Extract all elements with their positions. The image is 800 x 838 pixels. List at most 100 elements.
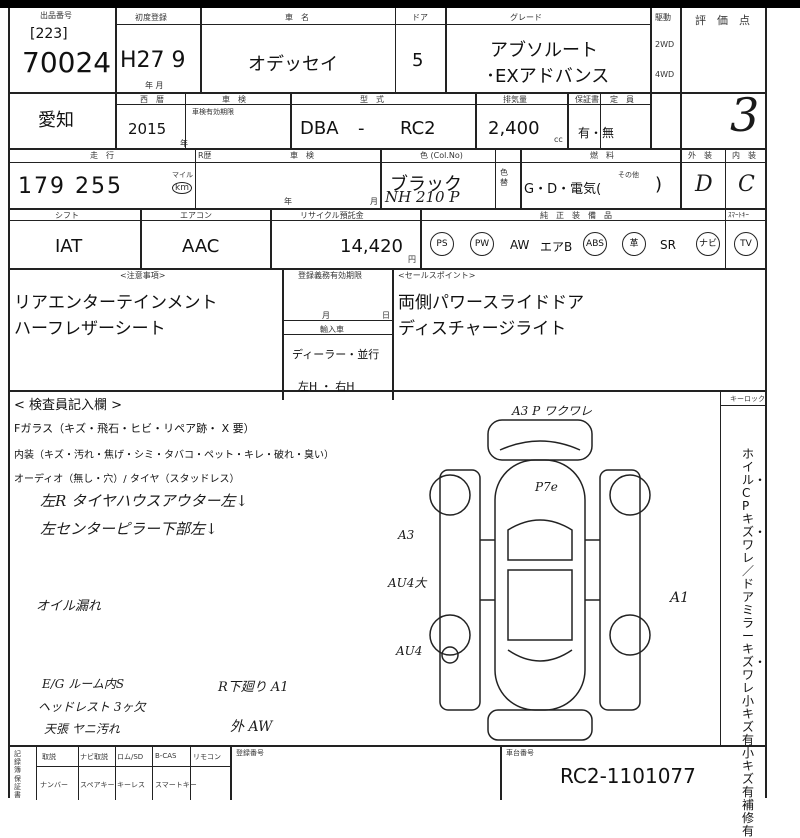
inspector-glass: Fガラス（キズ・飛石・ヒビ・リペア跡・ X 要） bbox=[14, 422, 255, 435]
mark-right: A1 bbox=[670, 590, 690, 606]
equipment-pw: PW bbox=[470, 232, 494, 256]
recycle-unit: 円 bbox=[408, 255, 416, 264]
shift-label: シフト bbox=[55, 211, 79, 220]
warranty-label: 保証書 bbox=[575, 95, 599, 104]
dealer: ディーラー・並行 bbox=[292, 348, 380, 361]
color-change-label: 色替 bbox=[500, 168, 508, 187]
capacity-label: 定 員 bbox=[610, 95, 634, 104]
interior: C bbox=[738, 172, 755, 197]
col-header: 記録簿 bbox=[14, 750, 21, 774]
equipment-sr: SR bbox=[660, 238, 676, 252]
reg-period-label: 登録義務有効期限 bbox=[298, 271, 362, 280]
fuel-close: ) bbox=[655, 174, 663, 195]
equipment-tv: TV bbox=[734, 232, 758, 256]
grade-line2: ･EXアドバンス bbox=[486, 66, 610, 87]
equipment-navi: ナビ bbox=[696, 232, 720, 256]
hand-note-7: R下廻り A1 bbox=[218, 680, 289, 695]
mileage-unit-mile: マイル bbox=[172, 171, 193, 179]
fuel-options: G・D・電気( bbox=[524, 182, 602, 197]
hand-note-6: 天張 ヤニ汚れ bbox=[44, 722, 120, 736]
recycle-label: リサイクル預託金 bbox=[300, 211, 364, 220]
grade-line1: アブソルート bbox=[490, 40, 598, 61]
score-label: 評 価 点 bbox=[695, 14, 750, 27]
hand-note-1: 左R タイヤハウスアウター左↓ bbox=[40, 492, 248, 510]
mark-front: A3 P ワクワレ bbox=[512, 404, 593, 418]
doors: 5 bbox=[412, 50, 424, 71]
equipment-label: 純 正 装 備 品 bbox=[540, 211, 612, 220]
car-name: オデッセイ bbox=[248, 54, 338, 75]
vertical-note: ホイル・CPキズ・ワレ／ドアミラーキズ・ワレ 小キズ有 小キズ有 補修有 bbox=[742, 447, 767, 838]
equipment-aw: AW bbox=[510, 238, 530, 252]
warranty: 有・無 bbox=[578, 126, 615, 140]
car-diagram bbox=[429, 419, 651, 741]
shift: IAT bbox=[55, 236, 83, 257]
region: 愛知 bbox=[38, 110, 74, 131]
equipment-abs: ABS bbox=[583, 232, 607, 256]
equipment-leather: 革 bbox=[622, 232, 646, 256]
mark-left-rear: AU4 bbox=[396, 644, 423, 658]
lot-number: 70024 bbox=[22, 46, 112, 79]
recycle: 14,420 bbox=[340, 236, 403, 257]
footer-label-number: ナンバー bbox=[40, 781, 68, 789]
caution-label: <注意事項> bbox=[120, 271, 166, 280]
equipment-ps: PS bbox=[430, 232, 454, 256]
top-strip bbox=[0, 0, 800, 8]
sales-line-1: 両側パワースライドドア bbox=[398, 293, 585, 313]
exterior-label: 外 装 bbox=[688, 151, 712, 160]
hand-note-8: 外 AW bbox=[230, 719, 273, 735]
ac-label: エアコン bbox=[180, 211, 212, 220]
footer-label-navi: ナビ取説 bbox=[80, 753, 108, 761]
footer-label-smartkey: スマートキー bbox=[155, 781, 197, 789]
sales-label: <セールスポイント> bbox=[398, 271, 476, 280]
chassis-number: RC2-1101077 bbox=[560, 764, 696, 788]
fuel-label: 燃 料 bbox=[590, 151, 614, 160]
equipment-airbag: エアB bbox=[540, 240, 573, 254]
first-reg-sub: 年 月 bbox=[145, 81, 164, 90]
color-label: 色 (Col.No) bbox=[420, 151, 463, 160]
vehicle-inspection-label: 車 検 bbox=[290, 151, 314, 160]
inspector-title: < 検査員記入欄 > bbox=[14, 398, 123, 413]
type-label: 型 式 bbox=[360, 95, 384, 104]
hand-note-4: E/G ルーム内S bbox=[42, 677, 125, 691]
type-dash: - bbox=[358, 118, 365, 139]
fuel-other: その他 bbox=[618, 171, 639, 179]
smartkey-label: ｽﾏｰﾄｷｰ bbox=[728, 211, 749, 219]
first-reg-label: 初度登録 bbox=[135, 13, 167, 22]
interior-label: 内 装 bbox=[732, 151, 756, 160]
footer-label-rom: ロム/SD bbox=[117, 753, 144, 761]
inspector-audio: オーディオ（無し・穴）/ タイヤ（スタッドレス） bbox=[14, 474, 240, 485]
displacement: 2,400 bbox=[488, 118, 540, 139]
year-sub: 年 bbox=[180, 139, 188, 148]
displacement-label: 排気量 bbox=[503, 95, 527, 104]
chassis-label: 車台番号 bbox=[506, 749, 534, 757]
footer-label-manual: 取説 bbox=[42, 753, 56, 761]
year: 2015 bbox=[128, 120, 167, 138]
keylock-label: キーロック bbox=[730, 395, 765, 403]
reg-month: 月 bbox=[322, 311, 330, 320]
mileage-unit-km: km bbox=[172, 182, 192, 194]
mark-left-front: A3 bbox=[398, 528, 415, 542]
footer-label-bcas: B-CAS bbox=[155, 752, 177, 760]
year-suffix: 年 bbox=[284, 197, 292, 206]
score: 3 bbox=[730, 88, 760, 142]
reg-day: 日 bbox=[382, 311, 390, 320]
grade-label: グレード bbox=[510, 13, 542, 22]
mark-left-mid: AU4大 bbox=[388, 576, 427, 590]
sales-line-2: ディスチャージライト bbox=[398, 319, 567, 339]
mileage-label: 走 行 bbox=[90, 151, 114, 160]
sub-header: 保証書 bbox=[14, 775, 21, 799]
ac: AAC bbox=[182, 236, 220, 257]
footer-label-sparekey: スペアキー bbox=[80, 781, 115, 789]
footer-label-remote: リモコン bbox=[193, 753, 221, 761]
month-suffix: 月 bbox=[370, 197, 378, 206]
lot-label: 出品番号 bbox=[40, 11, 72, 20]
drive-2wd: 2WD bbox=[655, 40, 675, 49]
steering: 左H ・ 右H bbox=[298, 380, 355, 393]
displacement-unit: cc bbox=[554, 135, 563, 144]
inspector-interior: 内装（キズ・汚れ・焦げ・シミ・タバコ・ペット・キレ・破れ・臭い） bbox=[14, 450, 334, 461]
color: ブラック bbox=[390, 174, 462, 195]
type-prefix: DBA bbox=[300, 118, 339, 139]
caution-line-1: リアエンターテインメント bbox=[14, 293, 218, 313]
mileage: 179 255 bbox=[18, 174, 123, 199]
inspection-sub: 車検有効期限 bbox=[192, 108, 234, 116]
